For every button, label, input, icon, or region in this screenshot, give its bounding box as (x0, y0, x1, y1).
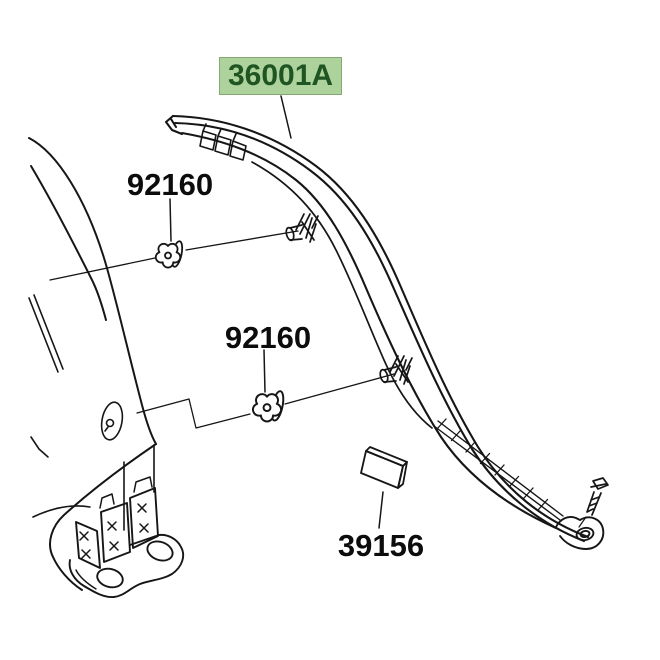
bracket-tab-2 (133, 476, 153, 493)
part-label-39156: 39156 (337, 528, 425, 563)
panel-clip-1 (285, 213, 319, 243)
bracket-wall-mid (100, 502, 131, 563)
grommet-upper-drawing (154, 240, 184, 269)
tail-cowl-drawing (28, 137, 157, 591)
leader-36001a (280, 95, 292, 139)
panel-end-tab (555, 516, 605, 550)
screw-drawing (578, 477, 609, 528)
panel-tip (164, 114, 184, 136)
screw-shaft (586, 491, 602, 516)
panel-hatch-ticks (436, 418, 549, 511)
grommet-lower-drawing (251, 390, 285, 423)
leader-92160-upper (169, 198, 172, 242)
tail-edge-inner (30, 165, 107, 321)
panel-clip-2 (379, 355, 413, 385)
bracket-wall-right (129, 487, 159, 549)
bracket-wall-left (75, 521, 101, 569)
screw-head (590, 477, 609, 490)
panel-inner-edge (180, 131, 558, 530)
bracket-plate-edge (75, 569, 97, 590)
part-label-36001a[interactable]: 36001A (219, 57, 342, 95)
panel-outer-edge-1 (171, 114, 590, 539)
part-label-92160-lower: 92160 (224, 320, 312, 355)
mounting-bracket-drawing (68, 476, 185, 599)
panel-outer-edge-2 (173, 121, 586, 543)
damper-pad-drawing (360, 446, 408, 489)
part-label-92160-upper: 92160 (126, 167, 214, 202)
leader-lines (169, 95, 384, 529)
panel-fold-line (251, 161, 433, 429)
bracket-hole-right (146, 540, 174, 562)
screw-axis-line (578, 516, 587, 528)
tail-detail-line (30, 436, 49, 458)
assembly-lines (49, 230, 395, 429)
bracket-plate (68, 533, 185, 599)
tail-bottom-line (32, 505, 91, 518)
tail-seam-line-1 (28, 297, 59, 373)
bracket-hole-left (96, 567, 124, 589)
leader-39156 (378, 491, 384, 529)
tail-lower-edge (49, 443, 157, 591)
leader-92160-lower (263, 349, 266, 393)
assembly-line-upper (49, 230, 299, 281)
assembly-line-lower (136, 373, 395, 429)
tail-seam-line-2 (33, 294, 64, 370)
trim-panel-drawing (164, 114, 605, 550)
panel-top-clips (199, 123, 247, 161)
tail-emblem-oval (100, 401, 124, 441)
bracket-tab-1 (99, 493, 115, 509)
tail-edge-outer (28, 137, 157, 445)
bracket-weld-marks (79, 503, 149, 559)
